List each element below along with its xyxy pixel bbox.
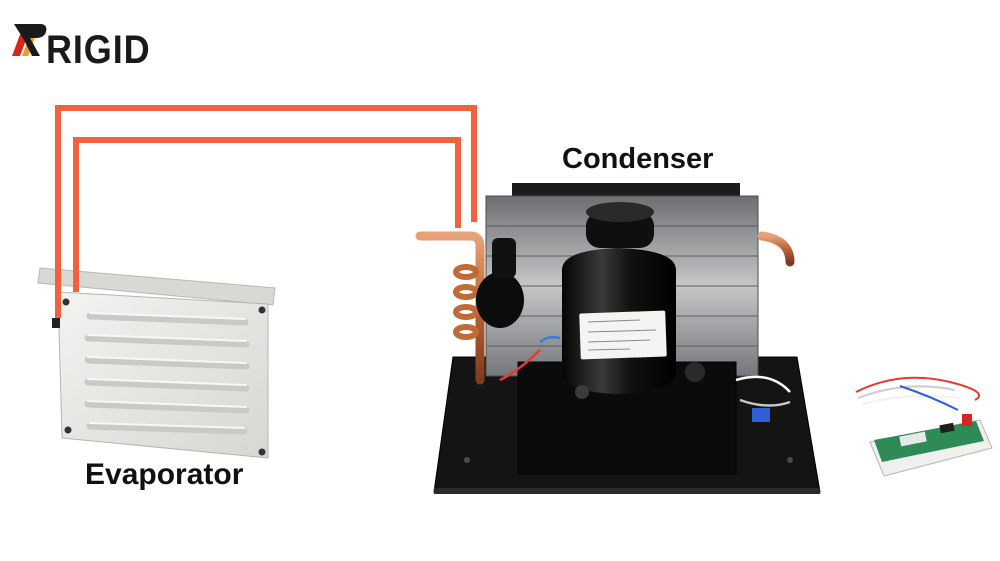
refrigerant-lines — [55, 105, 477, 318]
condensing-unit — [415, 183, 821, 494]
evaporator-panel — [37, 267, 276, 459]
brand-logo: RIGID — [10, 10, 150, 70]
evaporator-label: Evaporator — [85, 458, 244, 491]
controller-board — [855, 376, 993, 477]
condenser-label: Condenser — [562, 143, 714, 175]
logo-mark-icon — [12, 24, 47, 56]
logo-wordmark: RIGID — [46, 28, 151, 72]
